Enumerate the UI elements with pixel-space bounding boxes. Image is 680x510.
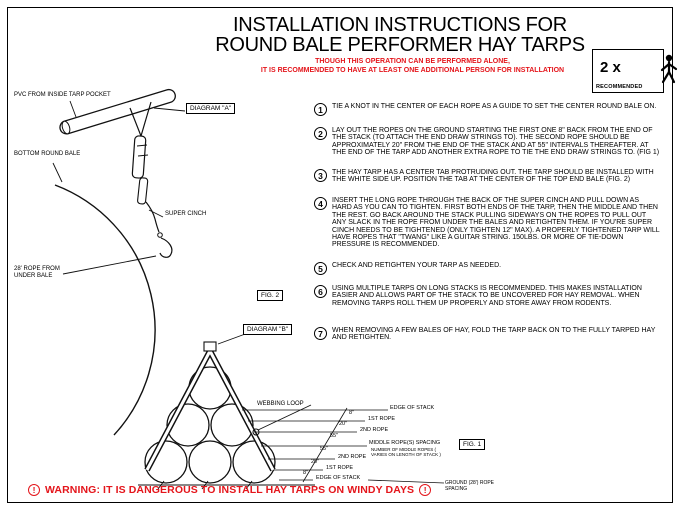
fig1-middle-note: NUMBER OF MIDDLE ROPES ( VARIES ON LENGT… [371, 447, 441, 457]
step-number: 3 [314, 169, 327, 182]
webbing-loop-label: WEBBING LOOP [257, 401, 304, 407]
leader-cinch [148, 209, 164, 218]
super-cinch-label: SUPER CINCH [165, 211, 207, 217]
exclamation-circle-icon: ! [419, 484, 432, 496]
step-number: 2 [314, 127, 327, 140]
step-text: TIE A KNOT IN THE CENTER OF EACH ROPE AS… [332, 103, 657, 110]
step-text: THE HAY TARP HAS A CENTER TAB PROTRUDING… [332, 169, 654, 184]
fig1-row-label: MIDDLE ROPE(S) SPACING [369, 440, 441, 446]
diagram-a-art [52, 88, 186, 436]
leader-bale [52, 162, 63, 183]
rope-and-hook [145, 201, 173, 258]
fig1-row-label: EDGE OF STACK [316, 475, 361, 481]
fig1-row-label: 2ND ROPE [360, 427, 389, 433]
instruction-row-3: 3 THE HAY TARP HAS A CENTER TAB PROTRUDI… [314, 169, 660, 184]
exclamation-circle-icon: ! [28, 484, 40, 496]
fig1-dim: 8" [349, 410, 355, 416]
fig1-row-label: 1ST ROPE [368, 416, 396, 422]
diagram-b-art [138, 332, 445, 490]
step-text: CHECK AND RETIGHTEN YOUR TARP AS NEEDED. [332, 262, 502, 269]
step-number: 4 [314, 197, 327, 210]
ground-rope-spacing-label: GROUND (28') ROPE SPACING [445, 480, 495, 492]
fig1-dim: 55" [330, 433, 339, 439]
step-number: 5 [314, 262, 327, 275]
fig1-row-label: EDGE OF STACK [390, 405, 435, 411]
diagram-a-box-label: DIAGRAM "A" [186, 103, 236, 114]
fig1-dim: 20" [339, 421, 348, 427]
instruction-row-2: 2 LAY OUT THE ROPES ON THE GROUND STARTI… [314, 127, 660, 157]
leader-webbing [257, 404, 312, 431]
title-line-1: INSTALLATION INSTRUCTIONS FOR [233, 14, 567, 36]
recommended-label: RECOMMENDED [596, 84, 643, 90]
leader-diagram-a [153, 107, 186, 112]
diagram-b-box-label: DIAGRAM "B" [243, 324, 293, 335]
center-tab [203, 341, 217, 352]
leader-pvc [69, 100, 77, 118]
ground-ropes [138, 480, 315, 490]
safety-note-line-1: THOUGH THIS OPERATION CAN BE PERFORMED A… [315, 58, 510, 65]
fig1-dim: 8" [303, 470, 309, 476]
bottom-round-bale-label: BOTTOM ROUND BALE [14, 151, 81, 157]
page-title: INSTALLATION INSTRUCTIONS FOR ROUND BALE… [190, 15, 610, 55]
step-number: 6 [314, 285, 327, 298]
instruction-row-7: 7 WHEN REMOVING A FEW BALES OF HAY, FOLD… [314, 327, 660, 342]
step-number: 1 [314, 103, 327, 116]
safety-note: THOUGH THIS OPERATION CAN BE PERFORMED A… [215, 58, 610, 75]
step-text: USING MULTIPLE TARPS ON LONG STACKS IS R… [332, 285, 642, 307]
warning-text: WARNING: IT IS DANGEROUS TO INSTALL HAY … [45, 484, 415, 496]
pvc-pipe [59, 88, 176, 135]
leader-rope [62, 255, 157, 275]
fig1-dimension-chain [242, 407, 445, 484]
instruction-row-5: 5 CHECK AND RETIGHTEN YOUR TARP AS NEEDE… [314, 262, 660, 275]
fig2-box-label: FIG. 2 [257, 290, 284, 301]
recommended-badge: 2 x RECOMMENDED [592, 49, 678, 93]
fig1-box-label: FIG. 1 [459, 439, 486, 450]
person-count: 2 x [600, 59, 621, 76]
title-line-2: ROUND BALE PERFORMER HAY TARPS [215, 34, 585, 56]
fig1-row-label: 2ND ROPE [338, 454, 367, 460]
step-text: INSERT THE LONG ROPE THROUGH THE BACK OF… [332, 197, 660, 249]
step-text: WHEN REMOVING A FEW BALES OF HAY, FOLD T… [332, 327, 656, 342]
rope-label: 28' ROPE FROM UNDER BALE [14, 266, 60, 279]
round-bale-arc [54, 184, 156, 436]
instruction-row-6: 6 USING MULTIPLE TARPS ON LONG STACKS IS… [314, 285, 660, 307]
page-border [7, 7, 673, 503]
step-number: 7 [314, 327, 327, 340]
bale-stack [144, 366, 276, 484]
instruction-row-4: 4 INSERT THE LONG ROPE THROUGH THE BACK … [314, 197, 660, 249]
warning-bar: ! WARNING: IT IS DANGEROUS TO INSTALL HA… [28, 484, 432, 496]
fig1-dim: 55" [320, 446, 329, 452]
step-text: LAY OUT THE ROPES ON THE GROUND STARTING… [332, 127, 660, 157]
super-cinch-device [131, 135, 149, 205]
fig1-row-label: 1ST ROPE [326, 465, 354, 471]
pvc-label: PVC FROM INSIDE TARP POCKET [14, 92, 111, 98]
fig1-dim: 20" [311, 459, 320, 465]
safety-note-line-2: IT IS RECOMMENDED TO HAVE AT LEAST ONE A… [260, 66, 565, 74]
instruction-row-1: 1 TIE A KNOT IN THE CENTER OF EACH ROPE … [314, 103, 660, 116]
